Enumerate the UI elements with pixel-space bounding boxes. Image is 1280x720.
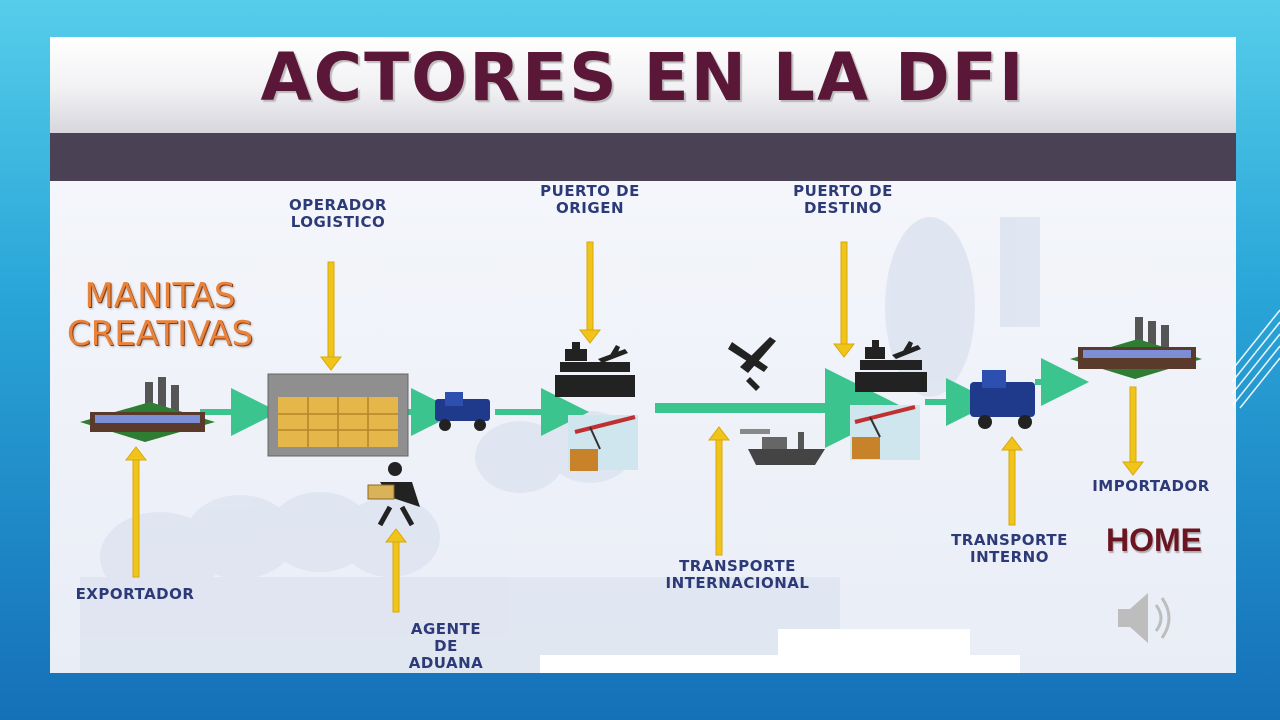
port-tower-icon bbox=[855, 340, 927, 392]
flow-arrows bbox=[200, 358, 1089, 448]
home-link[interactable]: HOME bbox=[1106, 522, 1202, 558]
crane-icon bbox=[850, 405, 920, 460]
label-puerto-destino: PUERTO DE DESTINO bbox=[793, 182, 893, 217]
brand-watermark: MANITAS CREATIVAS bbox=[66, 276, 254, 354]
actor-arrows bbox=[124, 241, 1145, 613]
label-importador: IMPORTADOR bbox=[1092, 477, 1210, 495]
factory-icon bbox=[80, 377, 215, 442]
title-band: ACTORES EN LA DFI bbox=[50, 37, 1236, 133]
ship-icon bbox=[740, 429, 825, 465]
crane-icon bbox=[568, 415, 638, 471]
factory-icon bbox=[1070, 317, 1202, 379]
warehouse-icon bbox=[267, 373, 409, 457]
label-operador-logistico: OPERADOR LOGISTICO bbox=[289, 196, 387, 231]
title-divider-band bbox=[50, 133, 1236, 181]
label-transporte-internacional: TRANSPORTE INTERNACIONAL bbox=[665, 557, 810, 592]
port-tower-icon bbox=[555, 342, 635, 397]
airplane-icon bbox=[598, 345, 628, 363]
truck-icon bbox=[435, 392, 490, 431]
label-puerto-origen: PUERTO DE ORIGEN bbox=[540, 182, 640, 217]
airplane-icon bbox=[892, 341, 921, 359]
bottom-patch bbox=[778, 629, 970, 673]
slide: ACTORES EN LA DFI bbox=[50, 37, 1236, 673]
speaker-icon[interactable] bbox=[1118, 593, 1171, 643]
slide-title: ACTORES EN LA DFI bbox=[260, 39, 1026, 116]
supply-chain-diagram bbox=[80, 217, 1202, 673]
label-exportador: EXPORTADOR bbox=[75, 585, 195, 603]
decorative-lines bbox=[1231, 309, 1280, 409]
label-agente-aduana: AGENTE DE ADUANA bbox=[408, 620, 484, 672]
label-transporte-interno: TRANSPORTE INTERNO bbox=[951, 531, 1068, 566]
airplane-icon bbox=[728, 337, 776, 391]
customs-agent-icon bbox=[367, 462, 420, 527]
truck-icon bbox=[970, 370, 1035, 429]
